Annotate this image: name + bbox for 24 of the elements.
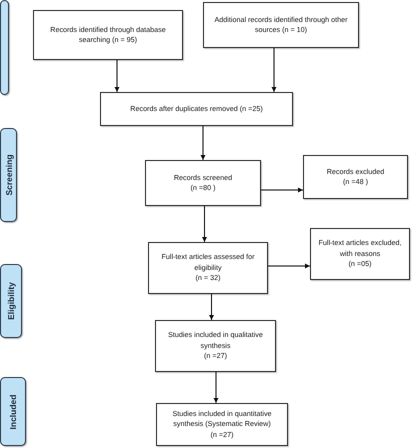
arrow [209,294,214,320]
process-box [100,92,293,126]
process-box [148,242,268,294]
phase-label: Screening [4,154,13,196]
arrow [114,60,120,92]
arrow [214,372,218,404]
process-box [310,228,410,280]
phase-label: Eligibility [6,282,16,320]
process-box [156,403,288,446]
phase-band [0,264,22,338]
process-box [203,2,359,48]
arrow [260,188,304,192]
process-box [303,155,408,199]
process-box [155,320,276,372]
process-box [33,10,183,60]
arrow [202,206,207,242]
phase-band [0,377,26,446]
arrow [268,264,310,268]
phase-band [0,0,9,95]
process-box [145,160,261,206]
arrow [272,48,276,92]
arrow [200,126,206,160]
phase-band [0,128,17,222]
phase-label: Included [8,394,18,429]
